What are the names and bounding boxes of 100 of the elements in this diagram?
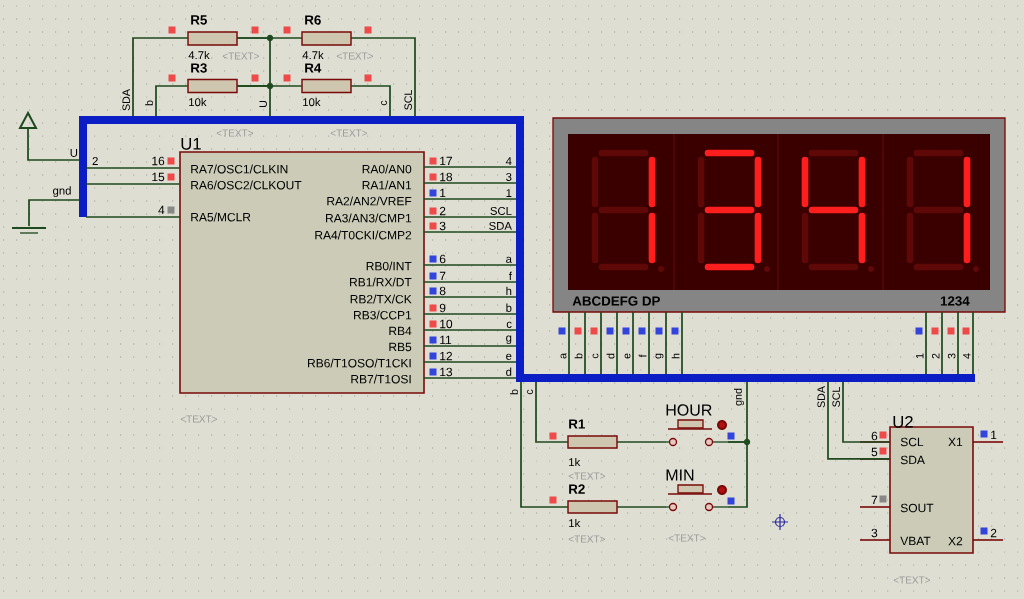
wire (842, 381, 891, 443)
wire-label: U (258, 99, 268, 109)
wire (972, 311, 974, 375)
resistor-value: 4.7k (188, 50, 210, 60)
placeholder-text: <TEXT> (336, 52, 374, 60)
wire-label: h (504, 285, 513, 296)
placeholder-text: <TEXT> (180, 415, 218, 423)
wire-label: a (504, 255, 513, 264)
placeholder-text: <TEXT> (893, 576, 930, 584)
wire (535, 381, 569, 443)
pin-number: 4 (158, 205, 165, 215)
pin-label: X2 (948, 536, 963, 546)
wire (423, 377, 517, 379)
digit-legend: 1234 (940, 296, 970, 306)
wire (423, 345, 517, 347)
pin-label: RB7/T1OSI (351, 374, 411, 384)
resistor-value: 4.7k (302, 50, 324, 60)
wire (155, 85, 189, 117)
pin-number: 3 (871, 528, 878, 538)
wire (423, 281, 517, 283)
wire (941, 311, 943, 375)
pin-number: 15 (152, 172, 165, 182)
pin-label: RA0/AN0 (362, 164, 412, 174)
wire (423, 296, 517, 298)
wire (584, 311, 586, 375)
wire (423, 182, 517, 184)
resistor-value: 10k (189, 97, 207, 107)
pin-label: RB0/INT (366, 261, 412, 271)
pin-number: 11 (440, 335, 452, 345)
wire-label: b (144, 99, 154, 107)
resistor-reference: R4 (305, 63, 322, 73)
pin-number: 1 (991, 430, 997, 440)
placeholder-text: <TEXT> (568, 535, 606, 543)
pin-number: 13 (440, 367, 453, 377)
pin-label: RA6/OSC2/CLKOUT (191, 180, 302, 190)
wire (520, 381, 569, 508)
wire (85, 167, 181, 169)
pin-number: 9 (439, 303, 446, 313)
wire (423, 216, 517, 218)
wire-label: 1 (504, 188, 513, 198)
pin-label: X1 (948, 437, 963, 447)
resistor-reference: R2 (569, 484, 585, 494)
wire (600, 311, 602, 375)
placeholder-text: <TEXT> (568, 472, 606, 480)
wire (616, 506, 667, 508)
wire-label: 2 (91, 156, 100, 166)
wire (616, 441, 667, 443)
wire-label: U (68, 148, 79, 158)
wire (27, 127, 81, 161)
pin-number: 7 (439, 271, 446, 281)
resistor-reference: R3 (191, 63, 207, 73)
ground-symbol (12, 226, 46, 234)
wire (616, 311, 618, 375)
wire-label: SDA (121, 88, 131, 112)
wire-label: SCL (403, 88, 413, 112)
wire (925, 311, 927, 375)
wire (648, 311, 650, 375)
pin-label: RB3/CCP1 (354, 310, 412, 320)
pin-number: 7 (871, 495, 878, 505)
pin-label: RA5/MCLR (191, 212, 251, 222)
pin-number: 6 (439, 254, 446, 264)
pin-number: 17 (440, 156, 452, 166)
pin-number: 2 (439, 206, 446, 216)
wire-label: e (504, 352, 513, 361)
chip-reference: U1 (181, 138, 201, 150)
wire-label: b (573, 352, 584, 360)
wire (423, 329, 517, 331)
placeholder-text: <TEXT> (668, 534, 705, 542)
wire-label: 4 (962, 352, 972, 360)
pin-label: RB5 (389, 342, 412, 352)
pin-number: 2 (990, 528, 997, 538)
placeholder-text: <TEXT> (222, 52, 260, 60)
wire (28, 199, 81, 227)
wire (423, 264, 517, 266)
wire (568, 311, 570, 375)
wire (827, 381, 891, 460)
pin-label: SOUT (900, 503, 934, 513)
wire (350, 85, 391, 117)
wire-label: c (505, 320, 513, 329)
wire-label: 1 (915, 352, 925, 360)
resistor-reference: R1 (569, 419, 585, 429)
wire-label: c (380, 99, 388, 107)
pin-label: RB2/TX/CK (350, 294, 412, 304)
wire (665, 311, 667, 375)
wire-label: gnd (733, 387, 745, 407)
wire-label: a (559, 352, 568, 360)
placeholder-text: <TEXT> (330, 129, 368, 137)
pin-number: 3 (439, 221, 446, 231)
pin-number: 8 (439, 286, 446, 296)
wire-label: g (504, 334, 513, 345)
wire (423, 361, 517, 363)
wire-label: d (605, 352, 616, 360)
pin-number: 6 (871, 431, 878, 441)
wire-label: e (623, 352, 632, 360)
pin-label: VBAT (900, 536, 931, 546)
button-label: HOUR (666, 404, 712, 416)
wire-label: SDA (816, 385, 826, 409)
wire-label: 3 (504, 172, 513, 182)
wire (957, 311, 959, 375)
resistor-reference: R5 (191, 15, 207, 25)
